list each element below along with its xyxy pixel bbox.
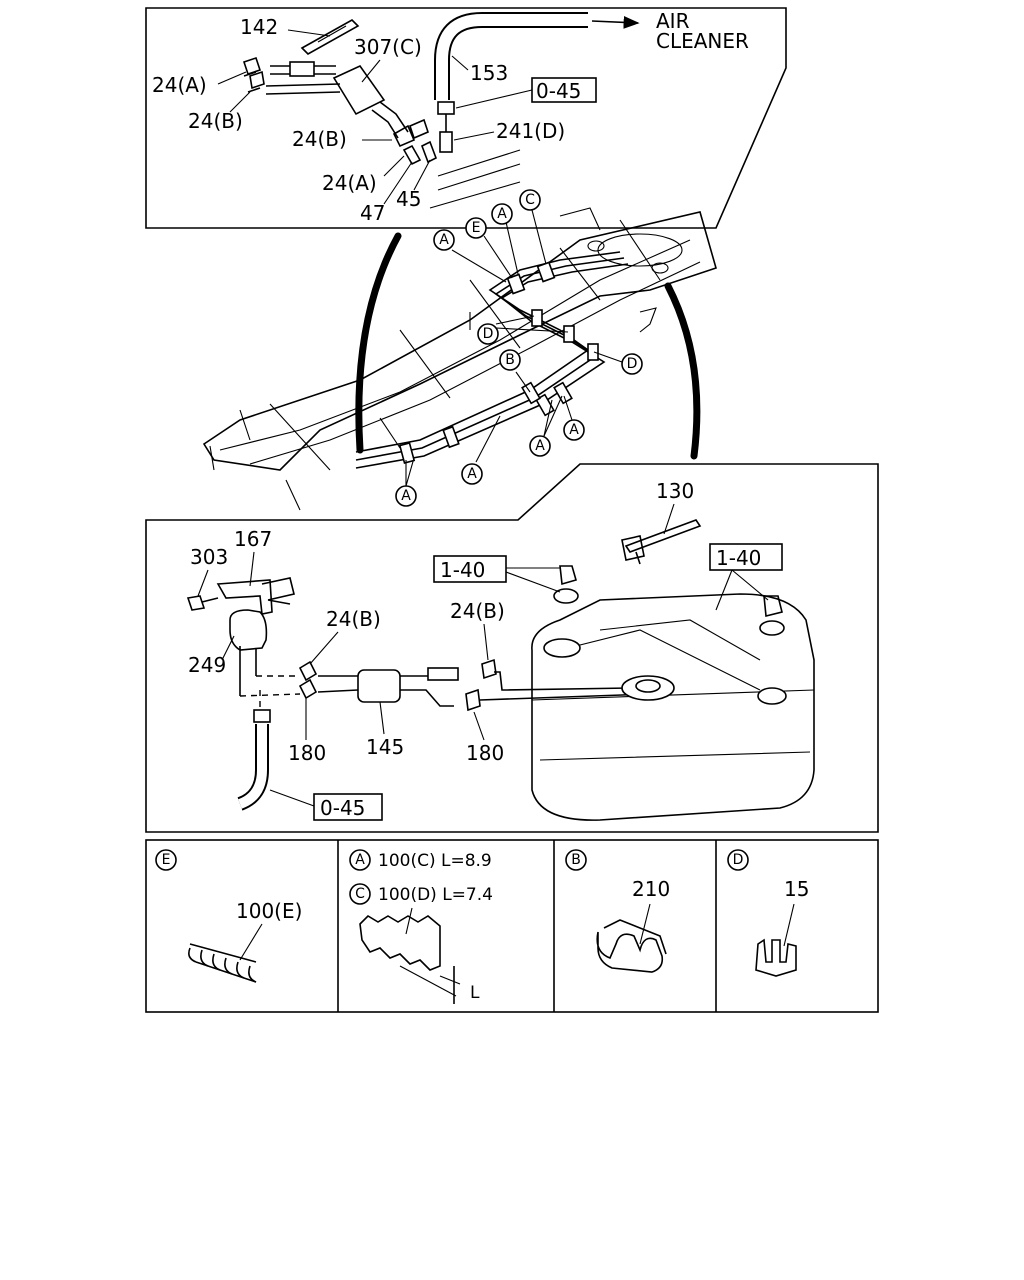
detail-b: B 210 xyxy=(565,849,670,973)
air-cleaner-label-2: CLEANER xyxy=(656,29,749,53)
label-45: 45 xyxy=(396,187,421,211)
label-24a-2: 24(A) xyxy=(322,171,377,195)
frame-marker-a4: A xyxy=(529,435,551,457)
label-24b-2: 24(B) xyxy=(292,127,347,151)
frame-marker-d2: D xyxy=(621,353,643,375)
hose-connector xyxy=(437,101,455,115)
svg-text:B: B xyxy=(505,352,515,368)
detail-e-part: 100(E) xyxy=(236,899,302,923)
frame-marker-e: E xyxy=(465,217,487,239)
ref-045-top: 0-45 xyxy=(536,79,581,103)
detail-c-marker: C xyxy=(355,886,365,902)
grommet-left xyxy=(553,565,579,604)
label-180-left: 180 xyxy=(288,741,326,765)
detail-b-part: 210 xyxy=(632,877,670,901)
frame-marker-a1: A xyxy=(433,229,455,251)
svg-text:A: A xyxy=(439,232,449,248)
fuel-tank xyxy=(531,593,815,821)
detail-boxes: E 100(E) A 100(C) L=8.9 C 100(D) L=7.4 L… xyxy=(145,839,879,1013)
ref-box-140-right xyxy=(709,543,783,571)
detail-a-c: A 100(C) L=8.9 C 100(D) L=7.4 L xyxy=(349,849,493,1004)
chassis-frame: A E A C D D B A A A A xyxy=(202,189,717,511)
clip-100c-100d xyxy=(359,914,441,971)
fuel-line-bundle-3 xyxy=(355,263,629,469)
svg-text:A: A xyxy=(569,422,579,438)
bracket-167 xyxy=(216,579,273,615)
frame-marker-a5: A xyxy=(461,463,483,485)
frame-outline xyxy=(202,211,717,471)
label-47: 47 xyxy=(360,201,385,225)
svg-text:C: C xyxy=(525,192,535,208)
detail-a-text: 100(C) L=8.9 xyxy=(378,851,492,871)
top-panel-border xyxy=(145,7,787,229)
label-24a-1: 24(A) xyxy=(152,73,207,97)
air-cleaner-label-1: AIR xyxy=(656,9,690,33)
detail-dim-label: L xyxy=(470,983,480,1003)
svg-text:D: D xyxy=(483,326,494,342)
top-panel: AIR CLEANER 142 307(C) 24(A) 24(B) 153 0… xyxy=(145,7,787,229)
label-180-right: 180 xyxy=(466,741,504,765)
link-arc-left xyxy=(355,232,402,454)
detail-d-part: 15 xyxy=(784,877,809,901)
frame-marker-b: B xyxy=(499,349,521,371)
label-153: 153 xyxy=(470,61,508,85)
detail-boxes-border xyxy=(145,839,879,1013)
tank-panel: 130 167 303 249 0-45 24(B) 180 xyxy=(145,463,879,833)
svg-text:A: A xyxy=(497,206,507,222)
detail-b-marker: B xyxy=(571,852,581,868)
clip-210 xyxy=(596,931,664,973)
label-24b-right: 24(B) xyxy=(450,599,505,623)
label-130: 130 xyxy=(656,479,694,503)
detail-c-text: 100(D) L=7.4 xyxy=(378,885,493,905)
ref-140-right: 1-40 xyxy=(716,546,761,570)
label-307c: 307(C) xyxy=(354,35,422,59)
label-142: 142 xyxy=(240,15,278,39)
canister-145 xyxy=(357,669,401,703)
label-24b-1: 24(B) xyxy=(188,109,243,133)
svg-text:A: A xyxy=(467,466,477,482)
label-303: 303 xyxy=(190,545,228,569)
strap-142 xyxy=(300,19,360,55)
frame-marker-a2: A xyxy=(491,203,513,225)
canister-307c xyxy=(332,64,386,116)
frame-marker-c: C xyxy=(519,189,541,211)
svg-text:E: E xyxy=(472,220,481,236)
tank-panel-border xyxy=(145,463,879,833)
svg-text:A: A xyxy=(401,488,411,504)
ref-box-045-bottom xyxy=(313,793,383,821)
grommet-right xyxy=(759,595,785,636)
label-241d: 241(D) xyxy=(496,119,565,143)
link-arc-right xyxy=(664,282,701,460)
label-167: 167 xyxy=(234,527,272,551)
label-249: 249 xyxy=(188,653,226,677)
clip-15 xyxy=(755,938,797,977)
air-cleaner-arrow xyxy=(591,15,640,29)
ref-045-bottom: 0-45 xyxy=(320,796,365,820)
frame-marker-d1: D xyxy=(477,323,499,345)
detail-e-marker: E xyxy=(162,852,171,868)
label-24b-left: 24(B) xyxy=(326,607,381,631)
ref-box-140-left xyxy=(433,555,507,583)
clip-100e xyxy=(188,947,257,983)
ref-140-left: 1-40 xyxy=(440,558,485,582)
bolt-303 xyxy=(186,595,206,611)
frame-marker-a6: A xyxy=(395,485,417,507)
svg-text:A: A xyxy=(535,438,545,454)
detail-d: D 15 xyxy=(727,849,809,977)
detail-e: E 100(E) xyxy=(155,849,302,983)
svg-text:D: D xyxy=(627,356,638,372)
detail-d-marker: D xyxy=(733,852,744,868)
frame-marker-a3: A xyxy=(563,419,585,441)
strap-130 xyxy=(624,519,702,553)
label-145: 145 xyxy=(366,735,404,759)
filter-249 xyxy=(229,609,268,651)
pipe-241d xyxy=(439,131,453,153)
detail-a-marker: A xyxy=(355,852,365,868)
